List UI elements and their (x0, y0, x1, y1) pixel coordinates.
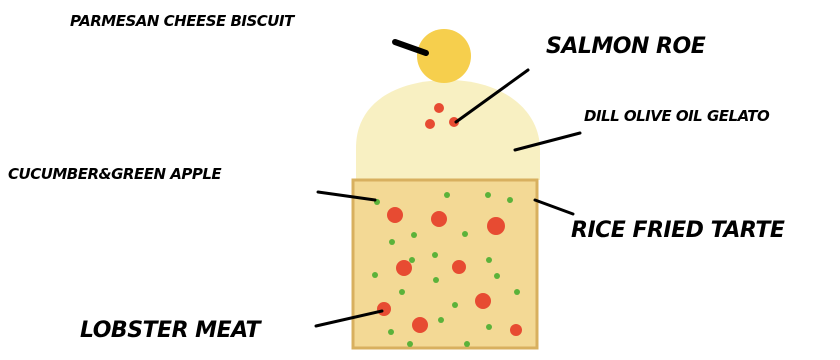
green-dot (452, 302, 458, 308)
lobster-dot (412, 317, 428, 333)
label-parmesan-cheese-biscuit: PARMESAN CHEESE BISCUIT (70, 12, 294, 30)
green-dot (433, 277, 439, 283)
lobster-dot (475, 293, 491, 309)
green-dot (438, 317, 444, 323)
lobster-dot (487, 217, 505, 235)
label-cucumber-green-apple: CUCUMBER&GREEN APPLE (8, 165, 221, 183)
gelato-dome (356, 80, 540, 180)
green-dot (409, 257, 415, 263)
green-dot (485, 192, 491, 198)
green-dot (486, 324, 492, 330)
green-dot (464, 341, 470, 347)
green-dot (432, 252, 438, 258)
lobster-dot (377, 302, 391, 316)
label-dill-olive-oil-gelato: DILL OLIVE OIL GELATO (584, 107, 769, 125)
green-dot (486, 257, 492, 263)
green-dot (507, 197, 513, 203)
lobster-dot (510, 324, 522, 336)
green-dot (372, 272, 378, 278)
green-dot (411, 232, 417, 238)
lobster-dot (452, 260, 466, 274)
green-dot (494, 273, 500, 279)
green-dot (389, 239, 395, 245)
lobster-dot (431, 211, 447, 227)
green-dot (514, 289, 520, 295)
label-salmon-roe: SALMON ROE (546, 34, 705, 59)
green-dot (399, 289, 405, 295)
label-lobster-meat: LOBSTER MEAT (80, 318, 260, 343)
lobster-dot (396, 260, 412, 276)
green-dot (407, 341, 413, 347)
rice-tarte-box (353, 180, 537, 348)
green-dot (462, 231, 468, 237)
lobster-dot (387, 207, 403, 223)
parmesan-biscuit (417, 29, 471, 83)
roe-dot (425, 119, 435, 129)
roe-dot (434, 103, 444, 113)
green-dot (444, 192, 450, 198)
tarte-leader (535, 200, 573, 214)
green-dot (388, 329, 394, 335)
label-rice-fried-tarte: RICE FRIED TARTE (571, 218, 784, 243)
